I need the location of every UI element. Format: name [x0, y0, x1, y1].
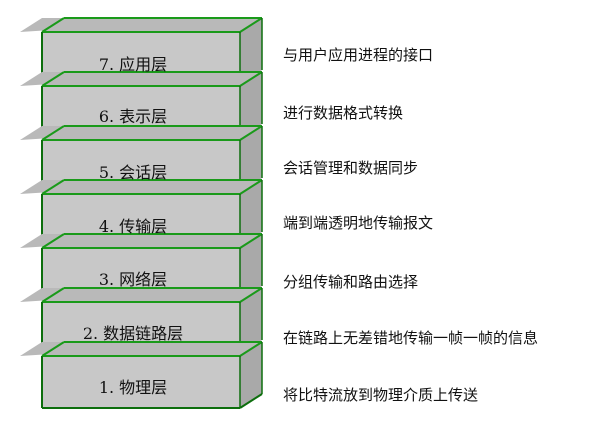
- layer-7-side-face: [240, 18, 262, 84]
- layer-6-right-depth-edge: [239, 71, 263, 87]
- layer-3-right-depth-edge: [239, 233, 263, 249]
- layer-7-description: 与用户应用进程的接口: [283, 46, 434, 64]
- layer-2-right-depth-edge: [239, 287, 263, 303]
- layer-1-side-face: [240, 342, 262, 408]
- layer-7-left-depth-edge: [41, 17, 65, 33]
- layer-2-description: 在链路上无差错地传输一帧一帧的信息: [283, 329, 539, 347]
- layer-2-side-face: [240, 288, 262, 354]
- layer-7-right-depth-edge: [239, 17, 263, 33]
- layer-3-description: 分组传输和路由选择: [283, 273, 419, 291]
- layer-1-left-depth-edge: [41, 341, 65, 357]
- layer-4-right-depth-edge: [239, 179, 263, 195]
- layer-3-left-depth-edge: [41, 233, 65, 249]
- layer-2-top-face-band: [42, 288, 262, 302]
- layer-6-left-depth-edge: [41, 71, 65, 87]
- layer-5-side-face: [240, 126, 262, 192]
- layer-5-left-depth-edge: [41, 125, 65, 141]
- layer-1-front-face: [42, 356, 240, 408]
- layer-4-left-depth-edge: [41, 179, 65, 195]
- layer-3-top-face-band: [42, 234, 262, 248]
- layer-6-side-face: [240, 72, 262, 138]
- layer-5-right-depth-edge: [239, 125, 263, 141]
- layer-1-label: 1. 物理层: [98, 378, 168, 397]
- layer-2-left-depth-edge: [41, 287, 65, 303]
- layer-4-side-face: [240, 180, 262, 246]
- layer-5-top-face-band: [42, 126, 262, 140]
- layer-5-label: 5. 会话层: [98, 163, 168, 182]
- layer-6-top-face-band: [42, 72, 262, 86]
- layer-3-side-face: [240, 234, 262, 300]
- layer-7-top-face-band: [42, 18, 262, 32]
- layer-4-top-face-band: [42, 180, 262, 194]
- layer-1-right-depth-edge: [239, 341, 263, 357]
- layer-4-label: 4. 传输层: [98, 217, 168, 236]
- layer-7-label: 7. 应用层: [98, 55, 168, 74]
- stack-bottom-depth-edge: [239, 393, 263, 409]
- layer-6-label: 6. 表示层: [98, 107, 168, 126]
- layer-1-description: 将比特流放到物理介质上传送: [283, 386, 479, 404]
- layer-6-description: 进行数据格式转换: [283, 104, 404, 122]
- layer-2-label: 2. 数据链路层: [82, 324, 184, 343]
- layer-5-description: 会话管理和数据同步: [283, 159, 419, 177]
- layer-3-label: 3. 网络层: [98, 270, 168, 289]
- layer-4-description: 端到端透明地传输报文: [283, 214, 434, 232]
- layer-1-top-face-band: [42, 342, 262, 356]
